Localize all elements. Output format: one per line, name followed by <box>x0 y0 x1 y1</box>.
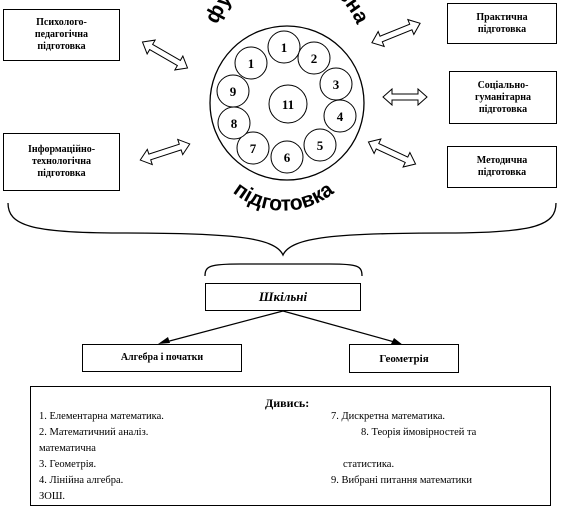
methodical-label: Методична підготовка <box>476 155 528 178</box>
arrowhead-algebra <box>158 337 170 344</box>
geometry-label: Геометрія <box>379 352 429 365</box>
methodical-box: Методична підготовка <box>447 146 557 188</box>
note-line: 4. Лінійна алгебра. <box>39 475 124 486</box>
practical-label: Практична підготовка <box>476 11 528 35</box>
discipline-circle-2: 2 <box>297 41 331 75</box>
note-line: ЗОШ. <box>39 491 66 502</box>
note-line: 2. Математичний аналіз. <box>39 427 149 438</box>
discipline-circle-1: 1 <box>267 30 301 64</box>
note-line: математична <box>39 443 96 454</box>
discipline-circle-5: 5 <box>303 128 337 162</box>
double-arrow-methodical <box>367 138 417 168</box>
discipline-circle-6: 6 <box>270 140 304 174</box>
connector-algebra <box>161 310 284 344</box>
svg-text:6: 6 <box>284 150 291 165</box>
discipline-circle-11: 11 <box>268 84 308 124</box>
svg-text:5: 5 <box>317 138 324 153</box>
note-line: 9. Вибрані питання математики <box>331 475 472 486</box>
svg-text:2: 2 <box>311 51 318 66</box>
school-bracket <box>204 263 363 277</box>
social-humanitarian-box: Соціально-гуманітарна підготовка <box>449 71 557 124</box>
note-line: 8. Теорія ймовірностей та <box>361 427 477 438</box>
svg-text:4: 4 <box>337 109 344 124</box>
info-technological-label: Інформаційно-технологічна підготовка <box>27 144 96 179</box>
note-line: 7. Дискретна математика. <box>331 411 446 422</box>
svg-text:3: 3 <box>333 77 340 92</box>
practical-box: Практична підготовка <box>447 3 557 44</box>
arc-title-bottom: підготовка <box>229 178 337 216</box>
double-arrow-info <box>139 138 191 166</box>
note-title: Дивись: <box>265 396 310 410</box>
discipline-circle-7: 7 <box>236 131 270 165</box>
curly-brace <box>7 202 557 257</box>
discipline-circle-9: 9 <box>216 74 250 108</box>
svg-text:8: 8 <box>231 116 238 131</box>
info-technological-box: Інформаційно-технологічна підготовка <box>3 133 120 191</box>
discipline-circle-10: 1 <box>234 46 268 80</box>
discipline-circle-3: 3 <box>319 67 353 101</box>
see-also-box: Дивись: 1. Елементарна математика. 2. Ма… <box>30 386 551 506</box>
social-humanitarian-label: Соціально-гуманітарна підготовка <box>474 79 532 115</box>
arc-title-top: фундаментальна <box>201 0 374 27</box>
discipline-circles: 1 2 3 4 5 6 7 8 9 1 11 <box>216 30 357 174</box>
note-line: 1. Елементарна математика. <box>39 411 164 422</box>
algebra-box: Алгебра і початки <box>82 344 242 372</box>
connector-geometry <box>282 310 399 344</box>
school-box: Шкільні <box>205 283 361 311</box>
svg-text:11: 11 <box>282 97 294 112</box>
double-arrow-social <box>382 87 428 107</box>
discipline-circle-4: 4 <box>323 99 357 133</box>
svg-text:1: 1 <box>248 56 255 71</box>
arrowhead-geometry <box>391 338 403 345</box>
svg-text:1: 1 <box>281 40 288 55</box>
double-arrow-practical <box>371 18 421 48</box>
double-arrow-psych <box>141 39 189 71</box>
note-line: 3. Геометрія. <box>39 459 97 470</box>
svg-text:7: 7 <box>250 141 257 156</box>
note-line: статистика. <box>343 459 395 470</box>
psych-pedagogical-box: Психолого-педагогічна підготовка <box>3 9 120 61</box>
svg-text:9: 9 <box>230 84 237 99</box>
discipline-circle-8: 8 <box>217 106 251 140</box>
school-label: Шкільні <box>258 289 308 304</box>
psych-pedagogical-label: Психолого-педагогічна підготовка <box>34 17 89 52</box>
algebra-label: Алгебра і початки <box>120 352 204 363</box>
geometry-box: Геометрія <box>349 344 459 373</box>
